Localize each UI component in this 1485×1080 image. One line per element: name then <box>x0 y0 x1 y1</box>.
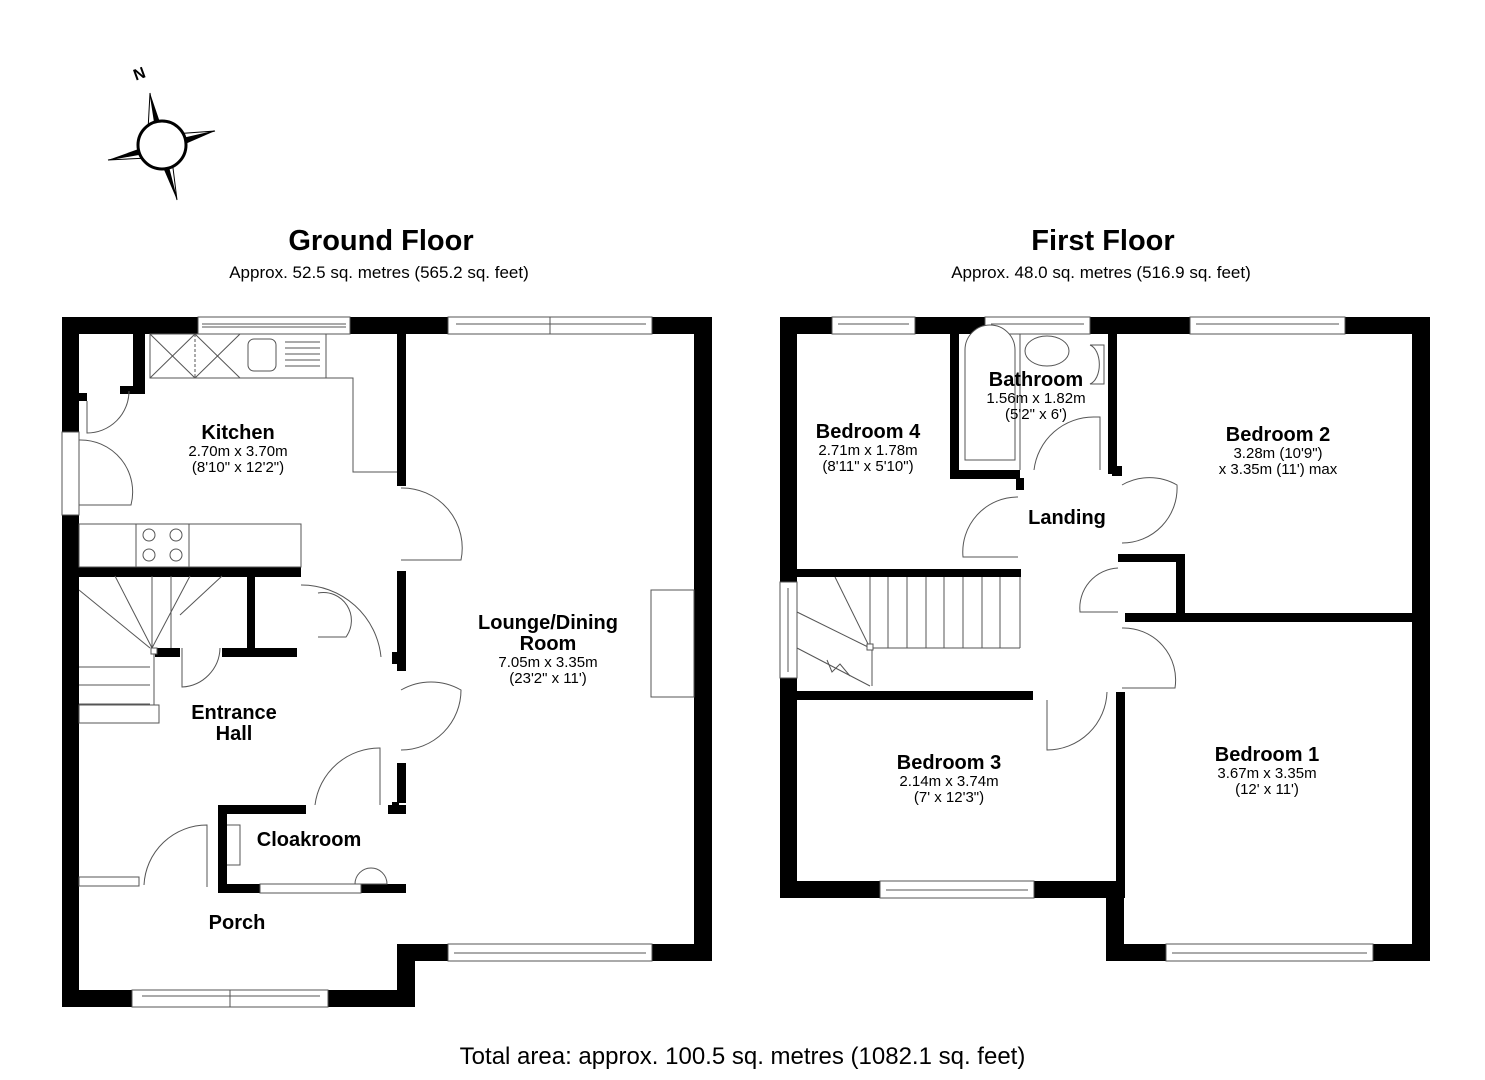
room-dimensions-imperial: (12' x 11') <box>1235 780 1299 798</box>
room-dimensions-metric: 2.71m x 1.78m <box>818 442 918 459</box>
room-bedroom-4: Bedroom 4 2.71m x 1.78m (8'11" x 5'10") <box>816 422 920 475</box>
room-name-line2: Room <box>519 633 577 655</box>
room-dimensions-metric: 2.14m x 3.74m <box>899 773 999 790</box>
room-name-line2: Hall <box>215 723 253 745</box>
room-lounge-dining: Lounge/Dining Room 7.05m x 3.35m (23'2" … <box>478 613 618 687</box>
room-kitchen: Kitchen 2.70m x 3.70m (8'10" x 12'2") <box>188 423 287 476</box>
room-name: Bedroom 4 <box>815 421 921 443</box>
room-dimensions-metric: 3.67m x 3.35m <box>1217 765 1317 782</box>
room-name: Bedroom 3 <box>896 752 1002 774</box>
room-porch: Porch <box>209 913 266 934</box>
room-name: Porch <box>208 912 266 934</box>
room-dimensions-imperial: (7' x 12'3") <box>913 788 985 806</box>
room-dimensions-metric: 2.70m x 3.70m <box>188 443 288 460</box>
room-dimensions-metric: 7.05m x 3.35m <box>498 654 598 671</box>
first-floor-doors <box>962 416 1178 751</box>
room-bathroom: Bathroom 1.56m x 1.82m (5'2" x 6') <box>986 370 1085 423</box>
room-dimensions-imperial: (23'2" x 11') <box>509 669 587 687</box>
room-name: Cloakroom <box>256 829 362 851</box>
ground-floor-area: Approx. 52.5 sq. metres (565.2 sq. feet) <box>229 263 529 282</box>
ground-floor-fixtures <box>61 316 695 1008</box>
north-arrow-compass-icon <box>107 92 216 201</box>
room-landing: Landing <box>1028 508 1106 529</box>
room-name: Landing <box>1028 507 1106 529</box>
room-dimensions-metric: 1.56m x 1.82m <box>986 390 1086 407</box>
room-dimensions-imperial: (8'11" x 5'10") <box>822 457 914 475</box>
first-floor-title: First Floor <box>1031 225 1175 257</box>
room-name: Bedroom 2 <box>1225 424 1331 446</box>
first-floor-area: Approx. 48.0 sq. metres (516.9 sq. feet) <box>951 263 1251 282</box>
room-cloakroom: Cloakroom <box>257 830 361 851</box>
room-dimensions-imperial: x 3.35m (11') max <box>1218 460 1338 478</box>
total-area: Total area: approx. 100.5 sq. metres (10… <box>459 1043 1026 1070</box>
room-bedroom-3: Bedroom 3 2.14m x 3.74m (7' x 12'3") <box>897 753 1001 806</box>
ground-floor-doors <box>78 390 463 887</box>
ground-floor-walls <box>62 317 712 1007</box>
room-bedroom-2: Bedroom 2 3.28m (10'9") x 3.35m (11') ma… <box>1219 425 1337 478</box>
room-dimensions-imperial: (8'10" x 12'2") <box>191 458 285 476</box>
room-name: Bedroom 1 <box>1214 744 1320 766</box>
room-entrance-hall: Entrance Hall <box>191 703 277 745</box>
room-dimensions-imperial: (5'2" x 6') <box>1005 405 1067 423</box>
room-name: Lounge/Dining <box>478 612 618 634</box>
room-name: Entrance <box>191 702 277 724</box>
ground-floor-title: Ground Floor <box>288 225 474 257</box>
first-floor-fixtures <box>779 316 1374 962</box>
room-bedroom-1: Bedroom 1 3.67m x 3.35m (12' x 11') <box>1215 745 1319 798</box>
room-name: Bathroom <box>988 369 1084 391</box>
room-dimensions-metric: 3.28m (10'9") <box>1233 445 1323 462</box>
first-floor-walls <box>780 317 1430 961</box>
room-name: Kitchen <box>201 422 275 444</box>
